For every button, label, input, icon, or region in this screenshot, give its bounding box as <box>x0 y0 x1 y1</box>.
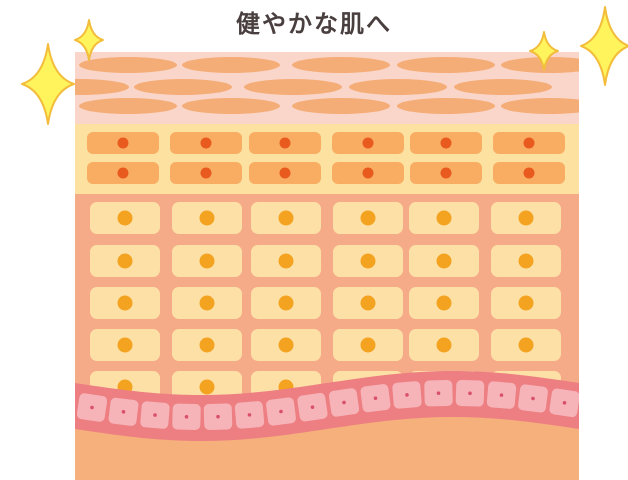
basal-cell-dot <box>562 401 567 405</box>
spinous-nucleus <box>518 295 534 311</box>
basal-cell-group <box>549 388 579 418</box>
spinous-nucleus <box>199 379 215 395</box>
spinous-nucleus <box>278 253 294 269</box>
spinous-nucleus <box>518 253 534 269</box>
granular-nucleus <box>279 137 291 149</box>
basal-cell-group <box>518 384 548 413</box>
corneum-cell <box>292 57 390 73</box>
corneum-cell <box>349 79 447 95</box>
spinous-nucleus <box>436 253 452 269</box>
spinous-nucleus <box>360 295 376 311</box>
basal-cell-group <box>424 379 453 407</box>
basal-cell-dot <box>121 410 126 414</box>
basal-cell-dot <box>531 396 535 401</box>
spinous-nucleus <box>199 210 215 226</box>
corneum-cell <box>397 57 495 73</box>
sparkle-icon <box>21 43 75 125</box>
sparkle-icon <box>74 19 104 61</box>
spinous-nucleus <box>436 337 452 353</box>
page-title: 健やかな肌へ <box>236 10 392 38</box>
spinous-nucleus <box>278 337 294 353</box>
basal-cell-group <box>360 384 391 413</box>
basal-cell-group <box>392 381 422 409</box>
spinous-nucleus <box>117 295 133 311</box>
basal-cell-group <box>266 397 296 426</box>
corneum-cell <box>182 98 280 114</box>
basal-cell-dot <box>436 391 441 395</box>
basal-cell-group <box>203 403 233 431</box>
granular-nucleus <box>440 137 452 149</box>
sparkle-icon <box>580 6 628 86</box>
basal-cell-group <box>297 392 328 422</box>
granular-nucleus <box>279 167 291 179</box>
sparkle-icon <box>529 31 559 71</box>
basal-cell-group <box>76 393 108 422</box>
corneum-cell <box>501 57 579 73</box>
stratum-corneum-cells <box>75 57 579 114</box>
granular-nucleus <box>117 137 129 149</box>
spinous-nucleus <box>436 210 452 226</box>
basal-cell-group <box>234 401 265 429</box>
dermis <box>75 417 579 480</box>
basal-cell-group <box>486 381 517 409</box>
spinous-nucleus <box>518 210 534 226</box>
granular-nucleus <box>440 167 452 179</box>
basal-cell-dot <box>216 414 220 419</box>
granular-nucleus <box>200 137 212 149</box>
basal-cell-dot <box>90 405 94 410</box>
basal-layer <box>75 371 579 480</box>
basal-cell-dot <box>342 400 346 405</box>
spinous-nucleus <box>518 337 534 353</box>
corneum-cell <box>75 79 129 95</box>
spinous-nucleus <box>199 337 215 353</box>
corneum-cell <box>79 57 177 73</box>
granular-nucleus <box>523 137 535 149</box>
corneum-cell <box>397 98 495 114</box>
spinous-nucleus <box>117 253 133 269</box>
spinous-nucleus <box>117 337 133 353</box>
spinous-nucleus <box>278 210 294 226</box>
corneum-cell <box>454 79 552 95</box>
basal-cell-dot <box>405 393 409 397</box>
basal-cell-dot <box>310 405 315 409</box>
sparkles <box>21 6 628 125</box>
basal-cell-dot <box>499 393 504 397</box>
corneum-cell <box>79 98 177 114</box>
spinous-nucleus <box>360 337 376 353</box>
stratum-granulosum-cells <box>87 132 565 184</box>
basal-cell-dot <box>153 413 157 417</box>
basal-cell-dot <box>184 415 189 419</box>
basal-cell-group <box>172 403 201 431</box>
corneum-cell <box>292 98 390 114</box>
basal-cell-dot <box>279 409 283 414</box>
granular-nucleus <box>362 137 374 149</box>
corneum-cell <box>501 98 579 114</box>
spinous-nucleus <box>117 210 133 226</box>
spinous-nucleus <box>199 295 215 311</box>
spinous-nucleus <box>278 295 294 311</box>
spinous-nucleus <box>360 253 376 269</box>
granular-nucleus <box>523 167 535 179</box>
granular-nucleus <box>200 167 212 179</box>
corneum-cell <box>134 79 232 95</box>
basal-cell-group <box>108 397 139 426</box>
spinous-nucleus <box>360 210 376 226</box>
basal-cell-dot <box>247 413 252 417</box>
spinous-nucleus <box>436 295 452 311</box>
basal-cell-dot <box>373 396 378 400</box>
corneum-cell <box>182 57 280 73</box>
basal-cell-group <box>455 379 485 407</box>
basal-cell-group <box>140 401 170 429</box>
corneum-cell <box>244 79 342 95</box>
spinous-nucleus <box>199 253 215 269</box>
basal-cell-dot <box>468 391 472 396</box>
granular-nucleus <box>117 167 129 179</box>
granular-nucleus <box>362 167 374 179</box>
basal-cell-group <box>328 388 360 417</box>
